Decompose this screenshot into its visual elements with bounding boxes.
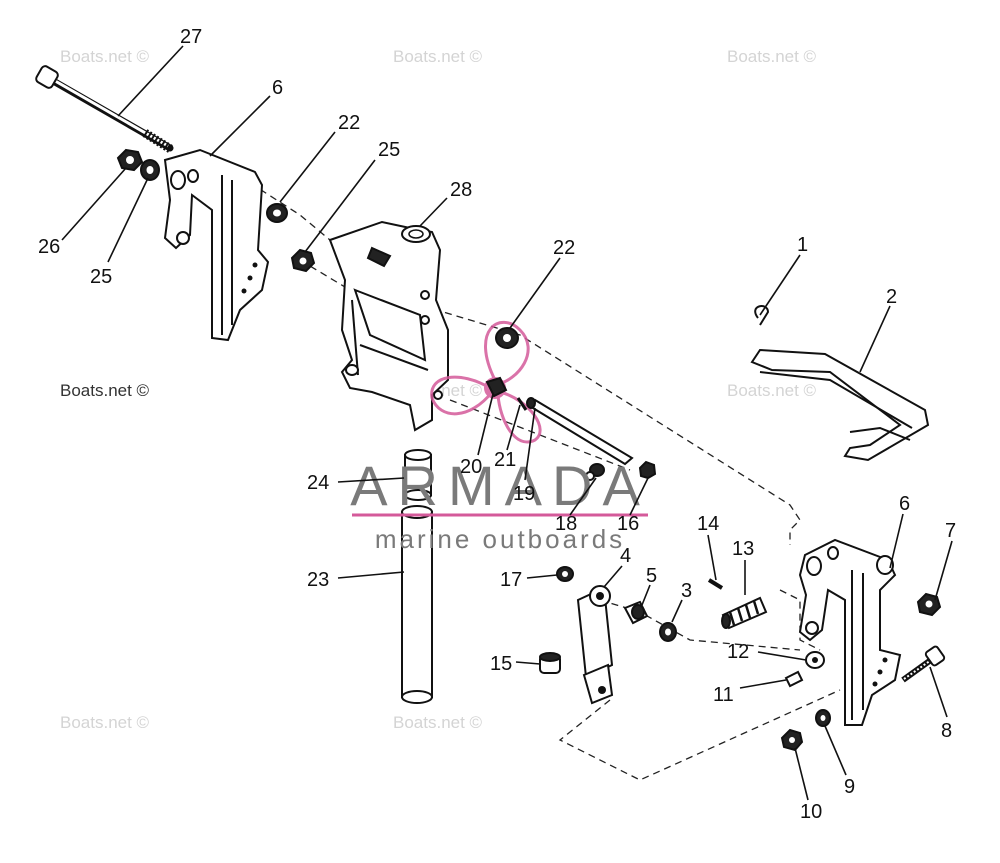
callout-17: 17 (500, 569, 522, 591)
bushing-part-24 (404, 449, 432, 501)
nut-part-26 (116, 148, 144, 172)
callout-9: 9 (844, 776, 855, 798)
pin-part-21 (516, 397, 528, 411)
callout-16: 16 (617, 513, 639, 535)
callout-21: 21 (494, 449, 516, 471)
washer-part-25-left (140, 159, 160, 181)
swivel-bracket-part-28 (328, 220, 449, 432)
watermark: Boats.net © (393, 713, 483, 732)
callout-4: 4 (620, 545, 631, 567)
watermark: Boats.net © (60, 47, 150, 66)
callout-22-lower: 22 (553, 237, 575, 259)
callout-11: 11 (713, 684, 734, 706)
callout-8: 8 (941, 720, 952, 742)
callout-12: 12 (727, 641, 749, 663)
callout-13: 13 (732, 538, 754, 560)
nut-part-7 (916, 592, 942, 617)
washer-part-22-lower (495, 327, 519, 349)
fitting-part-18 (585, 463, 605, 481)
callout-leader-lines (61, 45, 953, 801)
watermark: Boats.net © (727, 381, 817, 400)
callout-23: 23 (307, 569, 329, 591)
callout-27: 27 (180, 26, 202, 48)
pin-part-14 (707, 578, 724, 590)
callout-numbers: 27 6 22 25 26 25 28 22 1 2 20 21 19 18 1… (38, 26, 956, 823)
spring-part-13 (721, 596, 768, 630)
nut-part-17 (556, 566, 574, 582)
callout-25-mid: 25 (378, 139, 400, 161)
nut-part-25-mid (290, 248, 316, 273)
callout-7: 7 (945, 520, 956, 542)
clip-part-1 (754, 305, 770, 326)
callout-6-right: 6 (899, 493, 910, 515)
callout-28: 28 (450, 179, 472, 201)
brand-text: ARMADA marine outboards (350, 454, 648, 554)
callout-1: 1 (797, 234, 808, 256)
watermark: Boats.net © (393, 47, 483, 66)
watermark: Boats.net © (60, 381, 150, 400)
clamp-bracket-part-6-right (798, 538, 902, 726)
callout-26: 26 (38, 236, 60, 258)
shaft-part-19 (526, 397, 634, 466)
nut-part-10 (780, 728, 804, 752)
plug-part-15 (539, 652, 561, 674)
washer-part-22-upper (266, 203, 288, 223)
callout-22-upper: 22 (338, 112, 360, 134)
callout-10: 10 (800, 801, 822, 823)
callout-15: 15 (490, 653, 512, 675)
washer-part-9 (815, 709, 831, 727)
pin-part-11 (784, 670, 804, 688)
watermark: Boats.net © (60, 713, 150, 732)
callout-18: 18 (555, 513, 577, 535)
callout-2: 2 (886, 286, 897, 308)
callout-14: 14 (697, 513, 719, 535)
nut-part-16 (638, 460, 657, 480)
shock-absorber-part-4 (576, 585, 614, 705)
screw-part-20 (485, 376, 508, 398)
washer-part-3 (659, 622, 677, 642)
tilt-lever-part-2 (750, 348, 930, 462)
bolt-part-27 (35, 65, 175, 154)
clamp-bracket-part-6-left (163, 148, 270, 342)
callout-5: 5 (646, 565, 657, 587)
callout-24: 24 (307, 472, 329, 494)
callout-3: 3 (681, 580, 692, 602)
callout-19: 19 (513, 483, 535, 505)
watermark-layer: Boats.net © Boats.net © Boats.net © Boat… (60, 47, 817, 732)
bushing-part-5 (623, 600, 649, 625)
bolt-part-8 (901, 645, 946, 683)
callout-20: 20 (460, 456, 482, 478)
callout-25-left: 25 (90, 266, 112, 288)
washer-part-12 (805, 651, 825, 669)
tube-part-23 (401, 505, 433, 704)
watermark: Boats.net © (727, 47, 817, 66)
callout-6-left: 6 (272, 77, 283, 99)
brand-tagline: marine outboards (375, 524, 625, 554)
